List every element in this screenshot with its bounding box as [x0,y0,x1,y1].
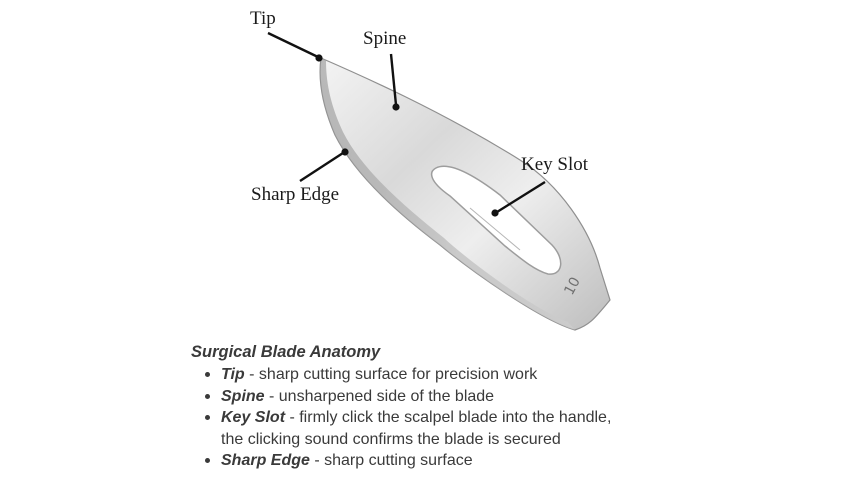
spine-dot [392,103,400,111]
key-slot [430,165,562,275]
key-slot-leader-line [496,180,546,214]
blade-diagram: 10 [267,31,611,331]
tip-label: Tip [250,8,276,29]
spine-label: Spine [363,28,407,49]
legend-list: Tip - sharp cutting surface for precisio… [191,364,791,472]
key-slot-neck [469,207,521,251]
legend-term: Spine [221,387,265,405]
spine-leader-line [389,53,398,106]
tip-leader-line [267,31,319,59]
legend-description: - unsharpened side of the blade [264,387,495,405]
legend-term: Sharp Edge [221,452,310,469]
legend-description: - sharp cutting surface [309,452,473,469]
list-item: Sharp Edge - sharp cutting surface [205,450,791,472]
legend-term: Tip [221,366,245,383]
sharp-edge-label: Sharp Edge [251,184,340,205]
tip-dot [315,54,323,62]
sharp-edge-dot [341,148,349,156]
blade-number: 10 [561,275,583,298]
legend-term: Key Slot [221,409,286,426]
legend-description: - sharp cutting surface for precision wo… [244,366,538,383]
legend-title: Surgical Blade Anatomy [191,343,381,361]
sharp-edge-leader-line [299,151,344,183]
key-slot-label: Key Slot [521,154,589,175]
anatomy-legend: Surgical Blade Anatomy Tip - sharp cutti… [191,342,791,472]
list-item: Tip - sharp cutting surface for precisio… [205,364,791,386]
legend-description-continuation: the clicking sound confirms the blade is… [221,430,561,448]
list-item: Spine - unsharpened side of the blade [205,386,791,408]
list-item: Key Slot - firmly click the scalpel blad… [205,407,791,450]
key-slot-dot [491,209,499,217]
legend-description: - firmly click the scalpel blade into th… [285,409,612,426]
